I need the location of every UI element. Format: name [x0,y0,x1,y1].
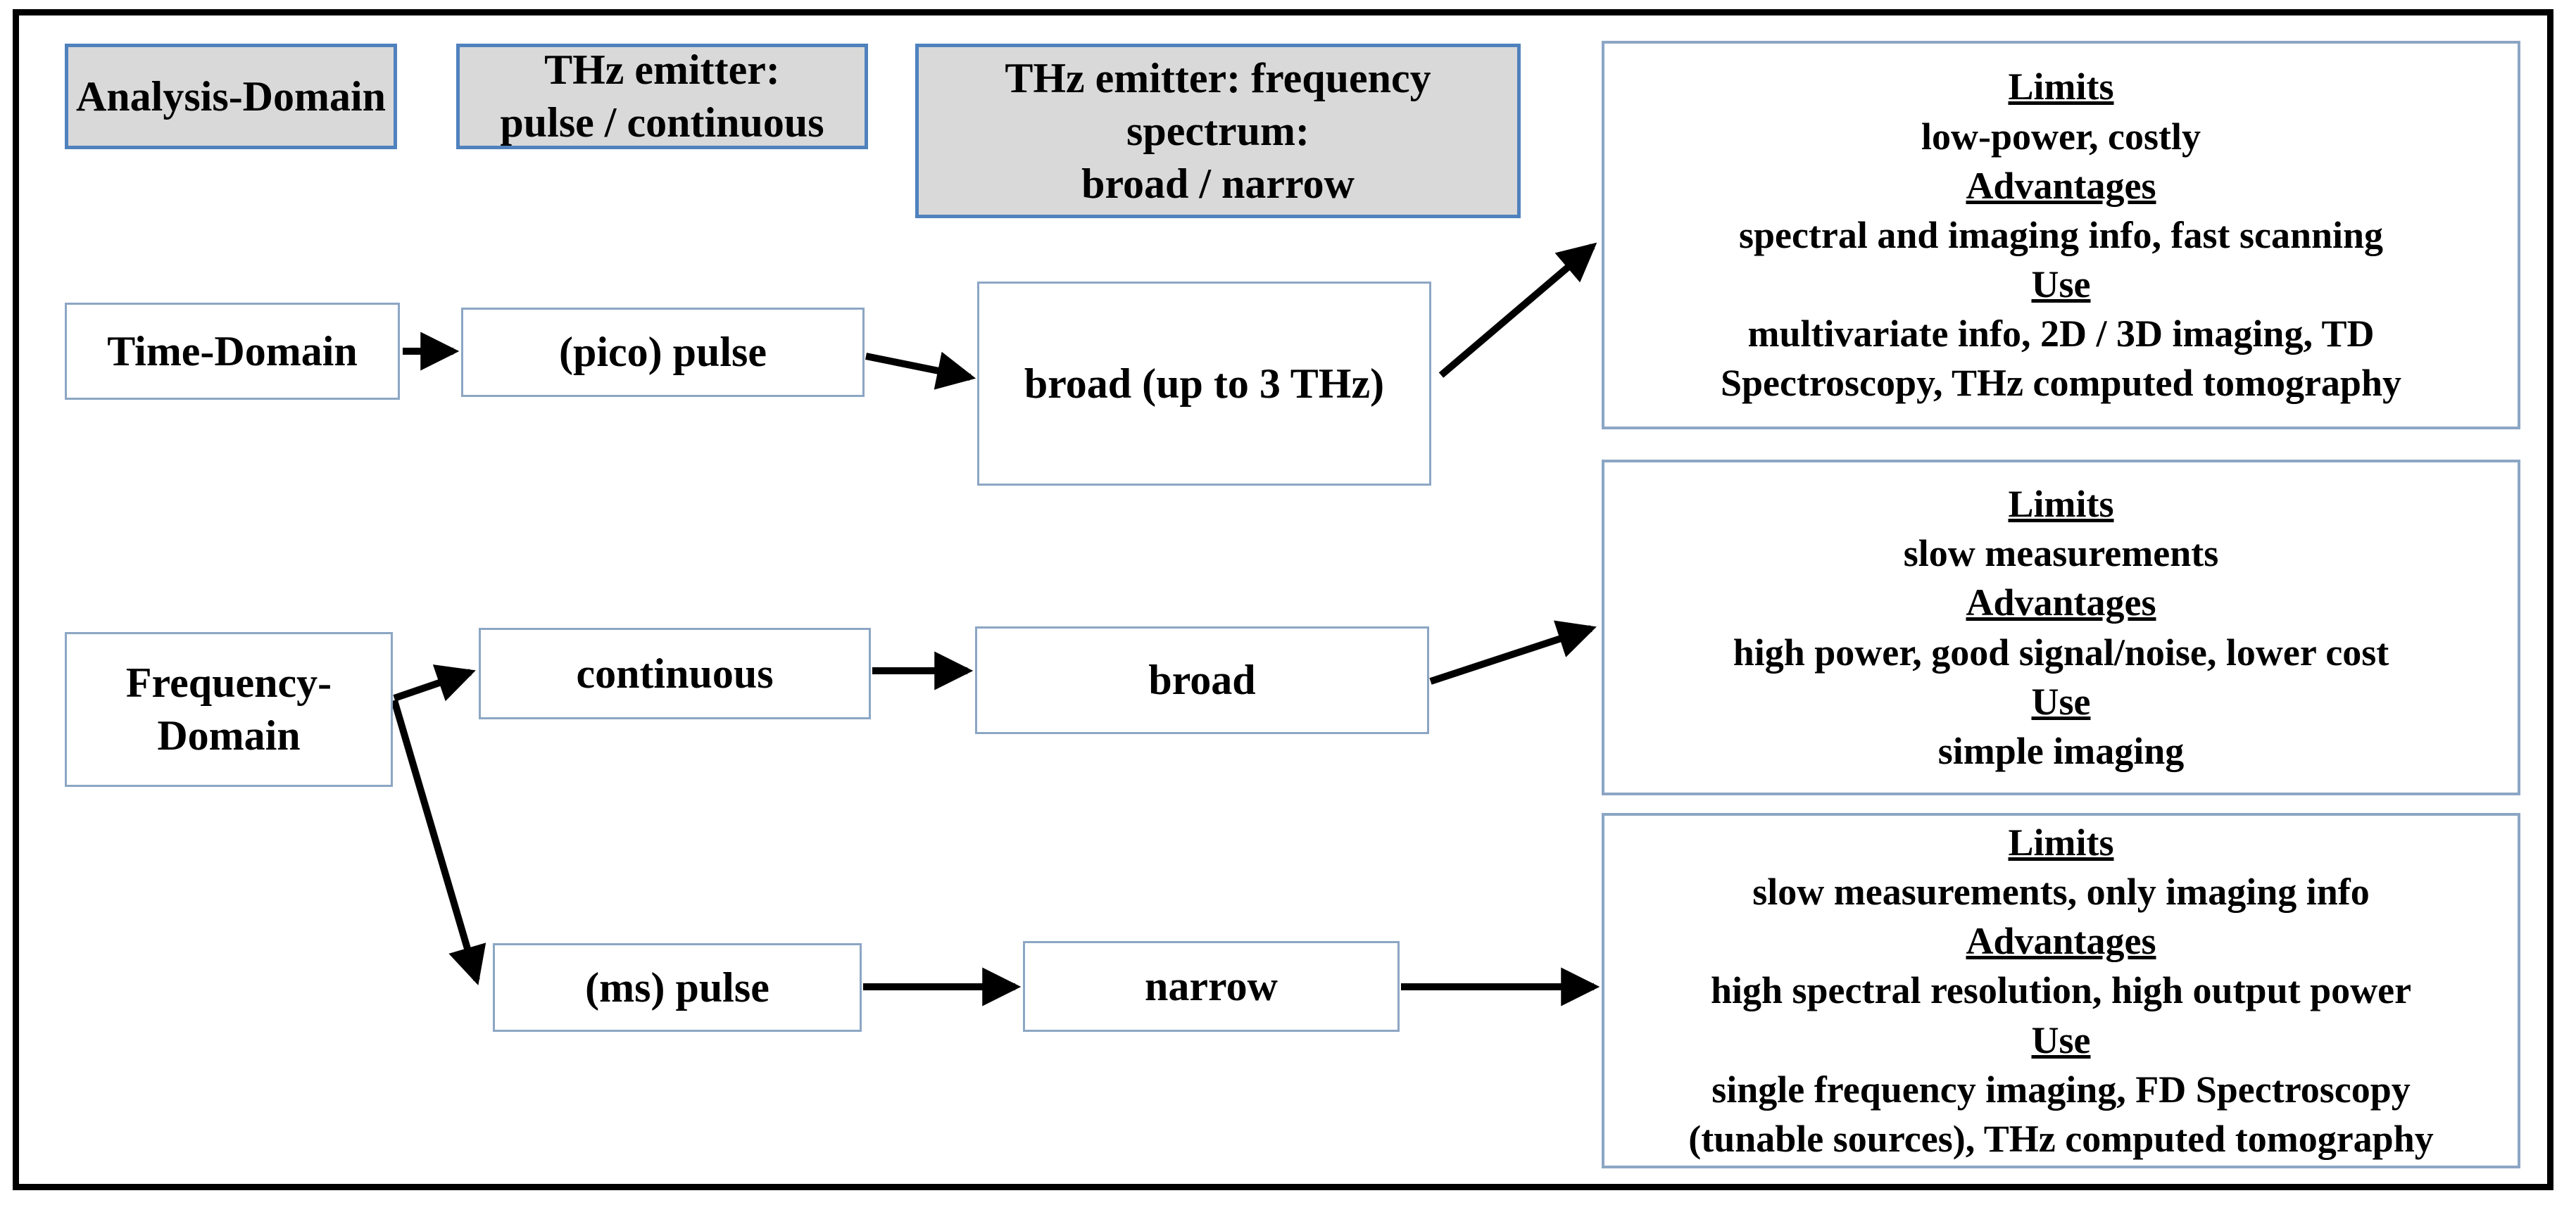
header-emitter-pulse-continuous: THz emitter: pulse / continuous [456,44,868,149]
outcome2-use-heading: Use [2031,680,2091,723]
node-broad: broad [975,626,1429,734]
outcome3-use-text: single frequency imaging, FD Spectroscop… [1688,1068,2434,1160]
arrow-broad3thz-to-outcome1 [1438,242,1597,378]
outcome2-limits-heading: Limits [2008,482,2114,525]
outcome3-advantages-text: high spectral resolution, high output po… [1710,969,2412,1012]
outcome2-advantages-text: high power, good signal/noise, lower cos… [1733,631,2389,674]
outcome-time-domain: Limits low-power, costly Advantages spec… [1602,41,2520,429]
node-broad-up-to-3thz: broad (up to 3 THz) [977,282,1431,486]
outcome-pulse-narrow: Limits slow measurements, only imaging i… [1602,813,2520,1168]
outcome3-use-heading: Use [2031,1018,2091,1061]
arrow-picopulse-to-broad3thz [865,351,976,390]
outcome2-limits-text: slow measurements [1903,532,2219,575]
node-pico-pulse: (pico) pulse [461,308,865,397]
outcome3-limits-heading: Limits [2008,821,2114,864]
node-time-domain: Time-Domain [65,303,400,400]
arrow-freqdomain-to-continuous [393,664,476,702]
outcome-continuous-broad: Limits slow measurements Advantages high… [1602,460,2520,795]
node-narrow: narrow [1023,941,1400,1032]
header-emitter-frequency-spectrum: THz emitter: frequency spectrum: broad /… [915,44,1521,218]
outcome1-use-text: multivariate info, 2D / 3D imaging, TD S… [1720,313,2402,405]
outcome3-limits-text: slow measurements, only imaging info [1752,871,2370,914]
outcome1-limits-heading: Limits [2008,65,2114,108]
outcome1-advantages-text: spectral and imaging info, fast scanning [1738,213,2384,256]
header-analysis-domain: Analysis-Domain [65,44,397,149]
arrow-freqdomain-to-mspulse [391,699,486,985]
outcome2-advantages-heading: Advantages [1966,581,2156,624]
arrow-broad-to-outcome2 [1429,620,1597,685]
node-continuous: continuous [479,628,871,719]
outcome1-use-heading: Use [2031,263,2091,306]
outcome2-use-text: simple imaging [1937,729,2185,772]
node-ms-pulse: (ms) pulse [493,943,862,1032]
outcome1-limits-text: low-power, costly [1921,115,2201,158]
outer-border [13,9,2553,1190]
outcome3-advantages-heading: Advantages [1966,920,2156,963]
node-frequency-domain: Frequency- Domain [65,632,393,787]
outcome1-advantages-heading: Advantages [1966,164,2156,207]
